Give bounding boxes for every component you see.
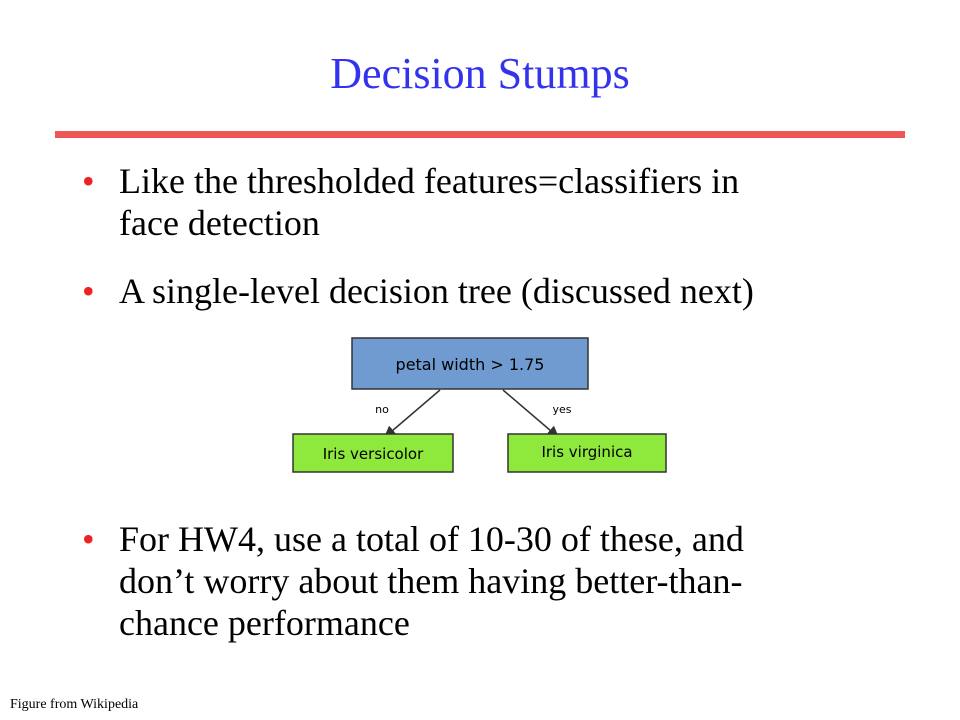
left-leaf-node <box>292 433 454 473</box>
bullet-3-line-1: For HW4, use a total of 10-30 of these, … <box>119 519 744 559</box>
root-node-label: petal width > 1.75 <box>396 355 545 374</box>
bullet-2-line-1: A single-level decision tree (discussed … <box>119 271 754 311</box>
bullet-1: • Like the thresholded features=classifi… <box>82 160 882 244</box>
bullet-3-line-2: don’t worry about them having better-tha… <box>119 561 743 601</box>
bullet-3: • For HW4, use a total of 10-30 of these… <box>82 518 882 644</box>
root-node <box>351 337 589 390</box>
slide-title: Decision Stumps <box>330 49 630 98</box>
bullet-dot: • <box>82 519 95 559</box>
decision-tree-figure: petal width > 1.75 no yes Iris versicolo… <box>292 337 667 473</box>
edge-yes <box>502 389 560 438</box>
bullet-3-line-3: chance performance <box>119 603 410 643</box>
figure-caption: Figure from Wikipedia <box>10 697 139 712</box>
right-leaf-label: Iris virginica <box>541 443 632 461</box>
bullet-1-line-1: Like the thresholded features=classifier… <box>119 161 740 201</box>
edge-no <box>383 389 441 438</box>
left-leaf-label: Iris versicolor <box>323 445 424 463</box>
bullet-dot: • <box>82 271 95 311</box>
bullet-1-line-2: face detection <box>119 203 320 243</box>
edge-no-label: no <box>375 403 389 416</box>
bullet-2: • A single-level decision tree (discusse… <box>82 270 882 312</box>
title-underline <box>55 131 905 138</box>
right-leaf-node <box>507 433 667 473</box>
edge-yes-label: yes <box>552 403 571 416</box>
bullet-dot: • <box>82 161 95 201</box>
